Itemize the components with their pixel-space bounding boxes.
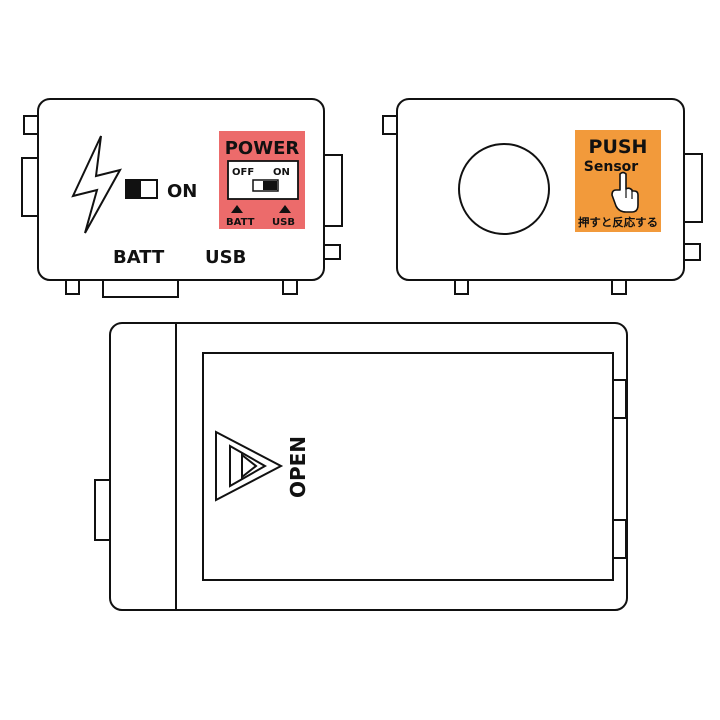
power-sticker-on-label: ON (273, 167, 290, 178)
open-chevrons-icon (215, 430, 284, 502)
hand-pointer-icon (611, 171, 639, 213)
power-sticker-usb-label: USB (272, 217, 295, 228)
usb-label: USB (205, 247, 246, 268)
power-sticker-title: POWER (225, 138, 300, 159)
power-sticker: POWER OFF ON BATT USB (219, 131, 305, 229)
sensor-module-tab-left-top (382, 115, 398, 135)
push-sticker-title: PUSH (589, 136, 648, 158)
push-button[interactable] (458, 143, 550, 235)
push-sticker-caption: 押すと反応する (578, 215, 658, 229)
power-module-tab-left (21, 157, 39, 217)
sensor-module-tab-right-bottom (683, 243, 701, 261)
battery-cover-clip-top (612, 379, 627, 419)
sensor-module-foot-left (454, 279, 469, 295)
power-slide-switch (125, 179, 158, 199)
power-module-foot-center (102, 279, 179, 298)
power-module-foot-right (282, 279, 298, 295)
battery-box-tab-left (94, 479, 111, 541)
sensor-module-foot-right (611, 279, 627, 295)
push-sticker: PUSH Sensor 押すと反応する (575, 130, 661, 232)
battery-cover-clip-bottom (612, 519, 627, 559)
arrow-up-icon (279, 205, 291, 213)
batt-label: BATT (113, 247, 165, 268)
arrow-up-icon (231, 205, 243, 213)
power-sticker-switch-knob (263, 181, 277, 190)
open-label: OPEN (286, 436, 310, 498)
power-sticker-batt-label: BATT (226, 217, 255, 228)
switch-on-label: ON (167, 181, 197, 202)
sensor-module-tab-right (683, 153, 703, 223)
power-module-tab-right (323, 154, 343, 227)
power-sticker-off-label: OFF (232, 167, 254, 178)
power-module-foot-left (65, 279, 80, 295)
push-sticker-subtitle: Sensor (584, 159, 638, 175)
power-module-tab-right-bottom (323, 244, 341, 260)
lightning-bolt-icon (71, 135, 122, 234)
power-module-tab-left-top (23, 115, 39, 135)
battery-cover[interactable] (202, 352, 614, 581)
